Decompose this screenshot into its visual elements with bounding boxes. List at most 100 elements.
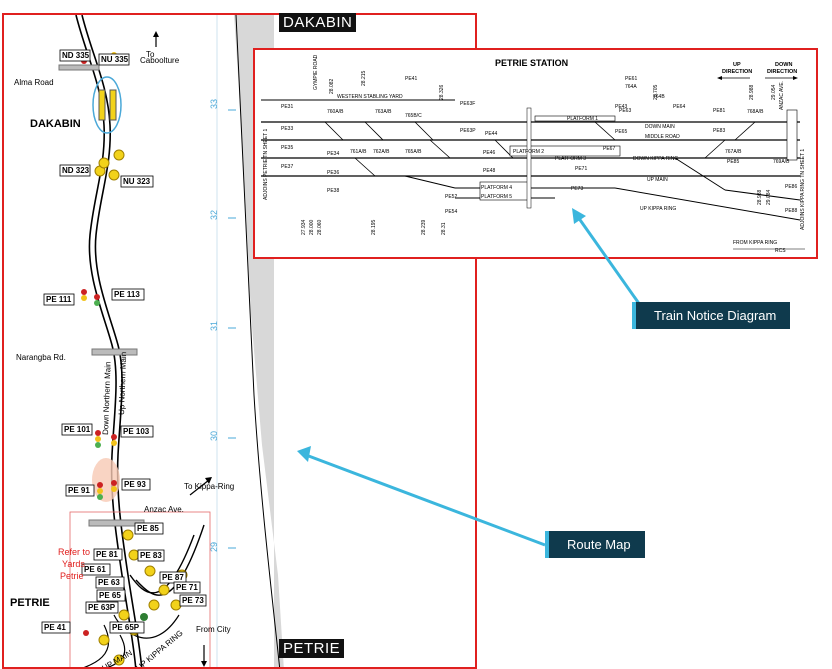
- notice-signal-pe81: PE81: [713, 108, 725, 114]
- point-761ab: 761A/B: [350, 149, 367, 155]
- point-762ab: 762A/B: [373, 149, 390, 155]
- track-label-down-northern: Down Northern Main: [101, 361, 113, 435]
- notice-signal-pe61: PE61: [625, 76, 637, 82]
- signal-pe101: PE 101: [64, 425, 91, 434]
- place-anzac: Anzac Ave.: [144, 505, 184, 514]
- from-kippa-label: FROM KIPPA RING: [733, 240, 777, 246]
- dakabin-station-tag: DAKABIN: [279, 13, 357, 32]
- km-32: 32: [209, 210, 219, 220]
- notice-chainages: 28.082 28.215 28.326 28.705 28.988 29.05…: [301, 70, 777, 235]
- rcs-label: RCS: [775, 248, 786, 254]
- notice-signal-pe38: PE38: [327, 188, 339, 194]
- notice-signal-pe73: PE73: [571, 186, 583, 192]
- notice-signal-pe33: PE33: [281, 126, 293, 132]
- point-763ab: 763A/B: [375, 109, 392, 115]
- signal-pe113: PE 113: [114, 290, 140, 299]
- callout-train-notice: Train Notice Diagram: [632, 302, 791, 329]
- notice-signal-pe67: PE67: [603, 146, 615, 152]
- track-platform-2: PLATFORM 2: [513, 149, 544, 155]
- petrie-yard-boundary: [69, 511, 211, 667]
- notice-pointer-line: [576, 216, 642, 306]
- notice-signal-pe37: PE37: [281, 164, 293, 170]
- signal-pe93: PE 93: [124, 480, 146, 489]
- point-769ab: 769A/B: [773, 159, 790, 165]
- kippa-track-a: [129, 534, 195, 594]
- place-alma-road: Alma Road: [14, 78, 54, 87]
- signal-nd335: ND 335: [62, 51, 90, 60]
- adjoins-right: ADJOINS KIPPA RING TN SHEET 1: [800, 149, 806, 230]
- train-notice-frame: PETRIE STATION UP DIRECTION DOWN DIRECTI…: [253, 48, 818, 259]
- place-narangba: Narangba Rd.: [16, 353, 66, 362]
- narangba-bridge: [91, 348, 138, 356]
- yard-track-a: [113, 614, 180, 639]
- track-down-kippa: DOWN KIPPA RING: [633, 156, 678, 162]
- signal-pe91: PE 91: [68, 486, 90, 495]
- to-kippa-label: To Kippa-Ring: [184, 482, 234, 491]
- track-label-up-northern: Up Northern Main: [117, 352, 128, 415]
- place-petrie: PETRIE: [10, 597, 50, 609]
- signal-pe87: PE 87: [162, 573, 184, 582]
- track-up-main: UP MAIN: [647, 177, 668, 183]
- chainage-28988: 28.988: [749, 84, 755, 100]
- km-29: 29: [209, 542, 219, 552]
- refer-note-1: Refer to: [58, 547, 90, 557]
- train-notice-svg: PETRIE STATION UP DIRECTION DOWN DIRECTI…: [261, 54, 806, 254]
- up-main-track: [81, 15, 143, 667]
- down-direction-label: DOWN: [775, 62, 792, 68]
- up-direction-label: UP: [733, 62, 741, 68]
- km-31: 31: [209, 321, 219, 331]
- alma-road-bridge: [58, 64, 100, 71]
- chainage-28988b: 28.988: [757, 189, 763, 205]
- to-caboolture-arrow: [153, 31, 159, 47]
- anzac-bridge-box: [786, 109, 798, 161]
- up-kippa-ring-track: [614, 187, 801, 221]
- signal-pe65: PE 65: [99, 591, 121, 600]
- notice-signal-tags: PE31 PE33 PE35 PE37 PE34 PE36 PE38 PE41 …: [281, 76, 797, 215]
- signal-pe73: PE 73: [182, 596, 204, 605]
- platform-1-box: [534, 115, 616, 122]
- place-dakabin: DAKABIN: [30, 118, 81, 130]
- signal-pe63p: PE 63P: [88, 603, 116, 612]
- notice-signal-pe43: PE43: [615, 104, 627, 110]
- kippa-ring-line: [724, 189, 801, 201]
- notice-signal-pe65: PE65: [615, 129, 627, 135]
- km-33: 33: [209, 99, 219, 109]
- signal-pe65p: PE 65P: [112, 623, 140, 632]
- down-direction-label-2: DIRECTION: [767, 69, 797, 75]
- chainage-29054: 29.054: [771, 84, 777, 100]
- notice-signal-pe63p: PE63P: [460, 128, 476, 134]
- dakabin-platform-1: [98, 89, 106, 121]
- signal-nu323: NU 323: [123, 177, 151, 186]
- signal-nu335: NU 335: [101, 55, 129, 64]
- track-middle-road: MIDDLE ROAD: [645, 134, 680, 140]
- point-765bc: 765B/C: [405, 113, 422, 119]
- platform-4-lead: [404, 175, 456, 189]
- track-platform-5: PLATFORM 5: [481, 194, 512, 200]
- signal-pe81: PE 81: [96, 550, 118, 559]
- notice-signal-pe54: PE54: [445, 209, 457, 215]
- station-footbridge: [526, 107, 532, 209]
- notice-signal-pe86: PE86: [785, 184, 797, 190]
- dakabin-platform-ring: [92, 76, 122, 134]
- notice-signal-pe83: PE83: [713, 128, 725, 134]
- signal-pe83: PE 83: [140, 551, 162, 560]
- anzac-ave-label: ANZAC AVE.: [779, 81, 785, 110]
- notice-signal-pe52: PE52: [445, 194, 457, 200]
- refer-note-2: Yards: [62, 559, 85, 569]
- notice-signal-pe71: PE71: [575, 166, 587, 172]
- dakabin-platform-2: [109, 89, 117, 121]
- track-platform-4: PLATFORM 4: [481, 185, 512, 191]
- notice-signal-pe41: PE41: [405, 76, 417, 82]
- crossovers: [324, 121, 756, 177]
- route-pointer-line: [305, 453, 546, 547]
- chainage-28215: 28.215: [361, 70, 367, 86]
- chainage-28000: 28.000: [309, 219, 315, 235]
- notice-signal-pe48: PE48: [483, 168, 495, 174]
- signal-pe111: PE 111: [46, 295, 72, 304]
- track-western-stabling: WESTERN STABLING YARD: [337, 94, 403, 100]
- notice-signal-pe36: PE36: [327, 170, 339, 176]
- km-ticks: [228, 109, 236, 549]
- notice-signal-pe44: PE44: [485, 131, 497, 137]
- signal-pe41: PE 41: [44, 623, 66, 632]
